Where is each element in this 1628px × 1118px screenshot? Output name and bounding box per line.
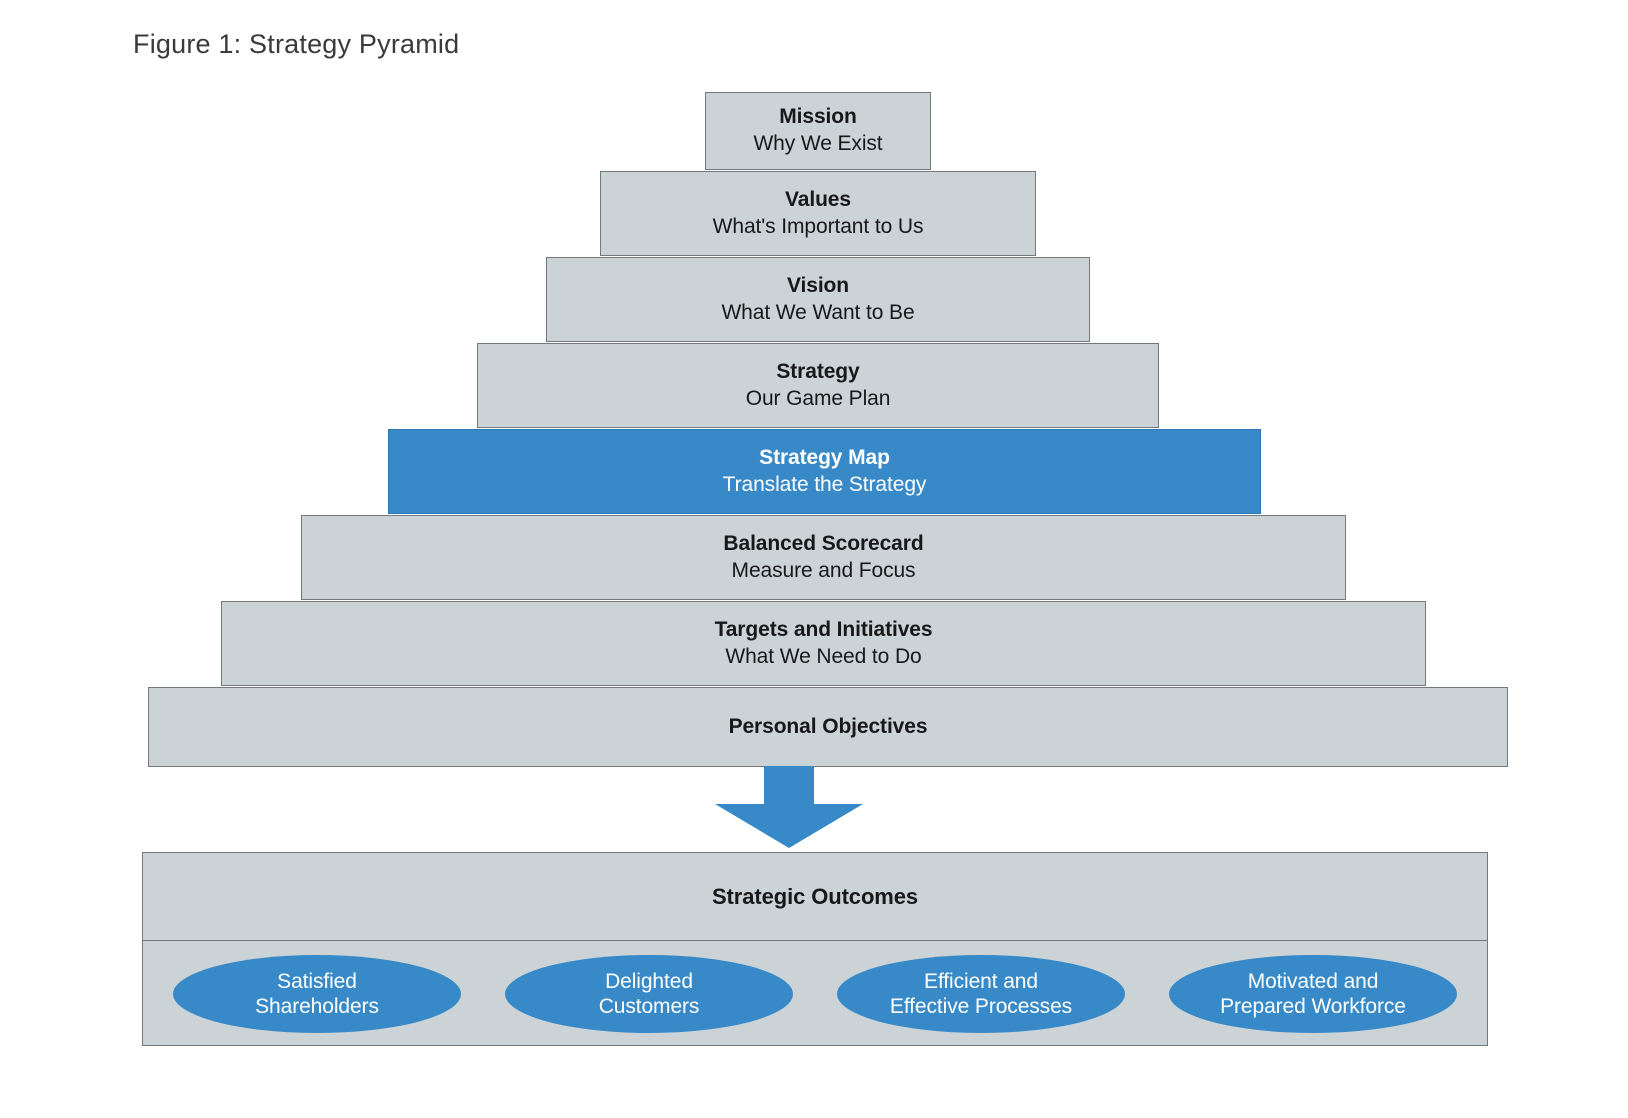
pyramid-tier-strategy-map[interactable]: Strategy Map Translate the Strategy [388,429,1261,514]
outcome-label-line2: Shareholders [255,995,379,1018]
outcome-label-line2: Prepared Workforce [1220,995,1406,1018]
tier-subtitle: Measure and Focus [731,558,916,582]
outcome-label-line1: Efficient and [924,969,1038,993]
pyramid-tier-balanced-scorecard[interactable]: Balanced Scorecard Measure and Focus [301,515,1346,600]
tier-title: Strategy [776,359,860,383]
page-title: Figure 1: Strategy Pyramid [133,29,460,59]
tier-title: Targets and Initiatives [714,617,933,641]
outcome-label-line2: Customers [598,995,700,1018]
pyramid-tier-targets-initiatives[interactable]: Targets and Initiatives What We Need to … [221,601,1426,686]
tier-subtitle: Our Game Plan [745,386,891,410]
outcome-label-line1: Motivated and [1247,969,1379,993]
outcome-delighted-customers[interactable]: Delighted Customers [505,955,793,1033]
tier-subtitle: What We Want to Be [721,300,915,324]
strategic-outcomes-title: Strategic Outcomes [711,883,919,909]
outcome-label-line1: Delighted [605,969,693,993]
tier-title: Strategy Map [759,445,890,469]
tier-subtitle: What We Need to Do [725,644,922,668]
tier-title: Vision [786,273,850,297]
pyramid-tier-personal-objectives[interactable]: Personal Objectives [148,687,1508,767]
pyramid-tier-mission[interactable]: Mission Why We Exist [705,92,931,170]
outcome-label-line2: Effective Processes [889,995,1073,1018]
tier-subtitle: What's Important to Us [712,214,924,238]
pyramid-tier-vision[interactable]: Vision What We Want to Be [546,257,1090,342]
strategic-outcomes-list: Satisfied Shareholders Delighted Custome… [143,942,1487,1046]
down-arrow-icon [715,766,863,848]
tier-title: Personal Objectives [728,714,928,738]
tier-subtitle: Why We Exist [753,132,883,155]
tier-subtitle: Translate the Strategy [722,472,927,496]
outcome-satisfied-shareholders[interactable]: Satisfied Shareholders [173,955,461,1033]
tier-title: Balanced Scorecard [723,531,924,555]
pyramid-diagram: Mission Why We Exist Values What's Impor… [148,92,1508,767]
strategic-outcomes-panel: Strategic Outcomes Satisfied Shareholder… [142,852,1488,1046]
pyramid-tier-strategy[interactable]: Strategy Our Game Plan [477,343,1159,428]
tier-title: Mission [779,105,857,129]
outcome-efficient-effective-processes[interactable]: Efficient and Effective Processes [837,955,1125,1033]
strategic-outcomes-header: Strategic Outcomes [143,853,1487,941]
pyramid-tier-values[interactable]: Values What's Important to Us [600,171,1036,256]
outcome-motivated-prepared-workforce[interactable]: Motivated and Prepared Workforce [1169,955,1457,1033]
outcome-label-line1: Satisfied [277,969,357,993]
tier-title: Values [785,187,851,211]
